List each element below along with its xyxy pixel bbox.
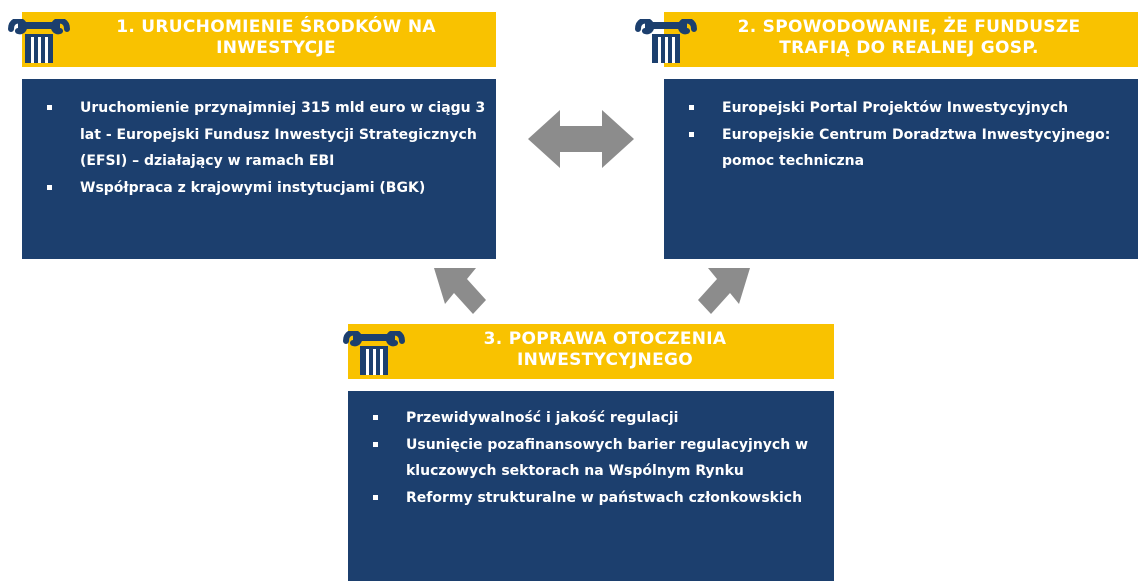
pillar-3-header <box>348 324 834 379</box>
list-item: Uruchomienie przynajmniej 315 mld euro w… <box>38 95 488 175</box>
list-item: Usunięcie pozafinansowych barier regulac… <box>364 432 826 485</box>
pillar-3-list: Przewidywalność i jakość regulacji Usuni… <box>364 405 826 511</box>
ionic-column-icon <box>8 19 70 63</box>
pillar-3-body: Przewidywalność i jakość regulacji Usuni… <box>348 391 834 581</box>
pillar-2-body: Europejski Portal Projektów Inwestycyjny… <box>664 79 1138 259</box>
pillar-2-list: Europejski Portal Projektów Inwestycyjny… <box>680 95 1134 175</box>
pillar-2-title: 2. SPOWODOWANIE, ŻE FUNDUSZE TRAFIĄ DO R… <box>700 17 1118 59</box>
pillar-1-body: Uruchomienie przynajmniej 315 mld euro w… <box>22 79 496 259</box>
ionic-column-icon <box>343 331 405 375</box>
pillar-3-title-line-2: INWESTYCYJNEGO <box>516 350 694 370</box>
ionic-column-icon <box>635 19 697 63</box>
list-item: Reformy strukturalne w państwach członko… <box>364 485 826 512</box>
list-item: Przewidywalność i jakość regulacji <box>364 405 826 432</box>
arrow-up-left-icon <box>434 268 486 314</box>
arrow-up-right-icon <box>698 268 750 314</box>
list-item: Europejskie Centrum Doradztwa Inwestycyj… <box>680 122 1134 175</box>
pillar-3-title: 3. POPRAWA OTOCZENIA INWESTYCYJNEGO <box>420 329 790 371</box>
list-item: Europejski Portal Projektów Inwestycyjny… <box>680 95 1134 122</box>
double-arrow-icon <box>528 110 634 168</box>
pillar-1-header <box>22 12 496 67</box>
list-item: Współpraca z krajowymi instytucjami (BGK… <box>38 175 488 202</box>
pillar-1-list: Uruchomienie przynajmniej 315 mld euro w… <box>38 95 488 201</box>
pillar-1-title-line-2: INWESTYCJE <box>216 38 336 58</box>
pillar-3-title-line-1: 3. POPRAWA OTOCZENIA <box>483 329 727 349</box>
pillar-2-title-line-2: TRAFIĄ DO REALNEJ GOSP. <box>779 38 1039 58</box>
pillar-2-title-line-1: 2. SPOWODOWANIE, ŻE FUNDUSZE <box>737 17 1081 37</box>
pillar-1-title-line-1: 1. URUCHOMIENIE ŚRODKÓW NA <box>116 17 436 37</box>
pillar-2-header <box>664 12 1138 67</box>
pillar-1-title: 1. URUCHOMIENIE ŚRODKÓW NA INWESTYCJE <box>76 17 476 59</box>
